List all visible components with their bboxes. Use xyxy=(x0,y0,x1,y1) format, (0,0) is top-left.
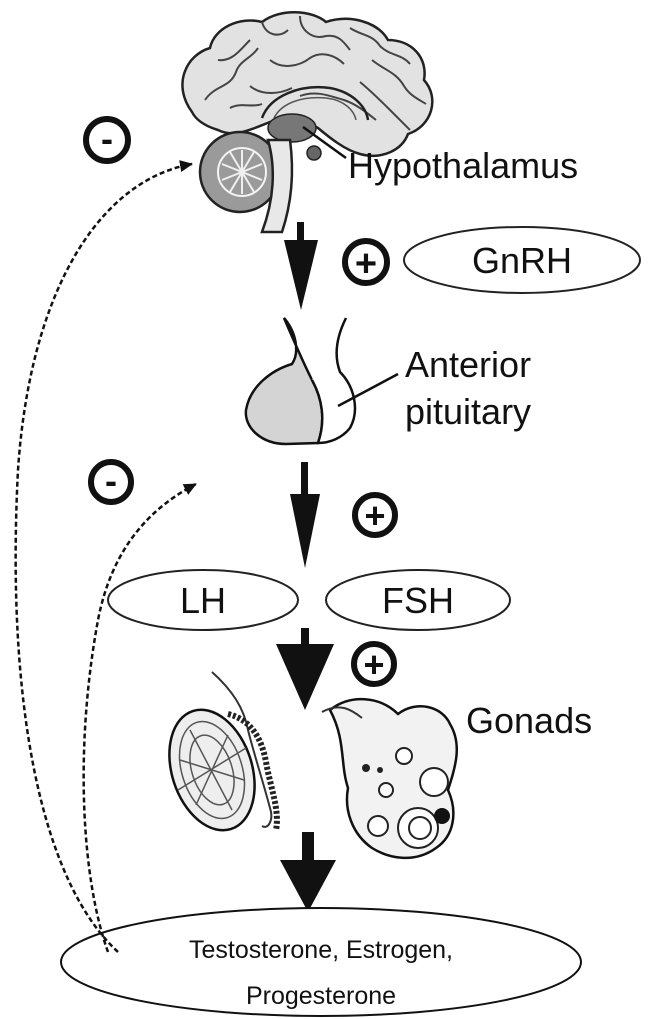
negative-sign-hypothalamus: - xyxy=(86,118,128,161)
positive-sign-text: + xyxy=(363,644,384,685)
negative-feedback-arrow-to-pituitary xyxy=(84,484,196,952)
hypothalamus-nucleus xyxy=(307,146,321,160)
testis-illustration xyxy=(155,672,277,841)
arrow-gonads-to-steroids xyxy=(280,832,336,912)
gonads-label: Gonads xyxy=(466,700,592,741)
anterior-pituitary-label-line1: Anterior xyxy=(405,344,531,385)
positive-sign-lh-fsh: + xyxy=(355,495,395,536)
gnrh-label: GnRH xyxy=(472,240,572,281)
arrow-pituitary-to-lh-fsh xyxy=(290,462,320,568)
negative-sign-text: - xyxy=(101,118,113,159)
hypothalamus-label: Hypothalamus xyxy=(348,145,578,186)
positive-sign-gnrh: + xyxy=(345,241,387,285)
arrow-lh-fsh-to-gonads xyxy=(276,628,334,710)
negative-feedback-arrow-to-hypothalamus xyxy=(16,164,192,952)
positive-sign-text: + xyxy=(355,243,377,285)
fsh-label: FSH xyxy=(382,580,454,621)
positive-sign-gonads: + xyxy=(354,644,394,685)
lh-label: LH xyxy=(180,580,226,621)
thalamus xyxy=(268,114,316,142)
steroids-label-line2: Progesterone xyxy=(246,982,396,1010)
pituitary-illustration xyxy=(246,318,398,444)
brain-illustration xyxy=(182,12,432,232)
anterior-pituitary-label-line2: pituitary xyxy=(405,391,531,432)
arrow-hypothalamus-to-pituitary xyxy=(284,222,318,310)
anterior-lobe xyxy=(246,318,322,444)
steroids-label-line1: Testosterone, Estrogen, xyxy=(189,936,453,964)
negative-sign-pituitary: - xyxy=(91,460,131,502)
positive-sign-text: + xyxy=(364,495,385,536)
ovary-illustration xyxy=(322,699,457,858)
negative-sign-text: - xyxy=(105,460,117,501)
